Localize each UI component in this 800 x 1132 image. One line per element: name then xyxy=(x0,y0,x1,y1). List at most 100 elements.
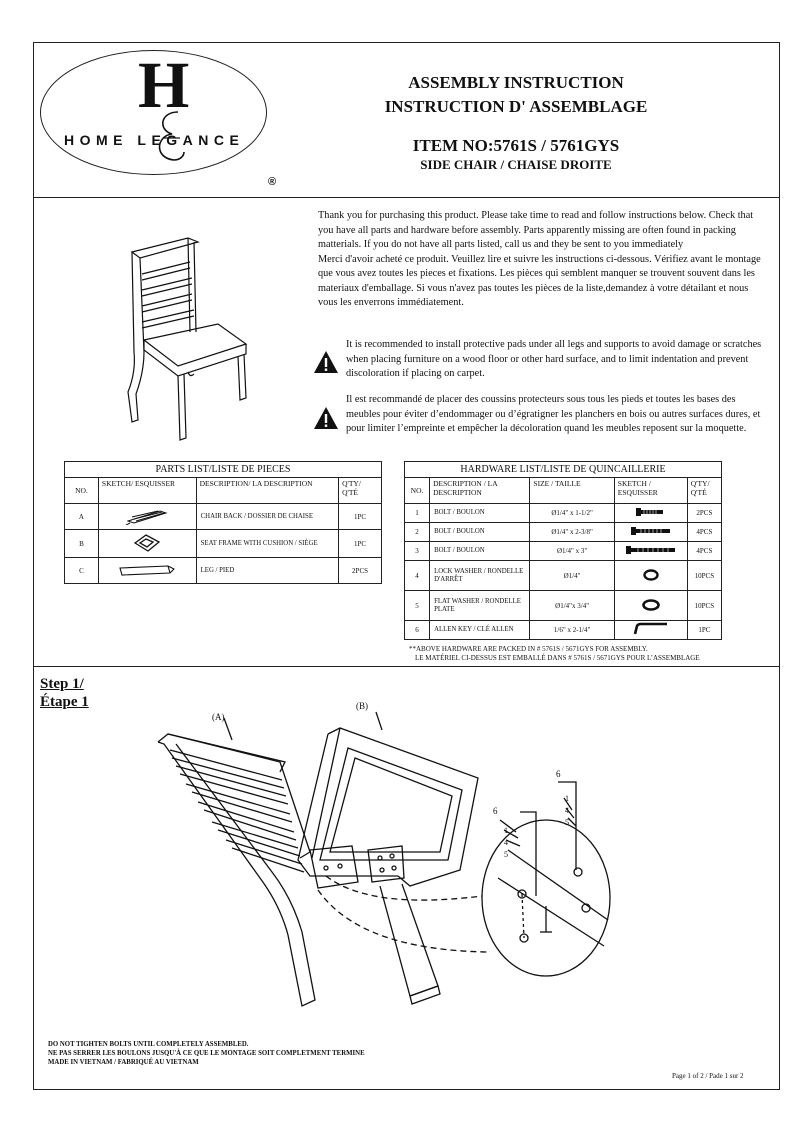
hardware-note-en: **ABOVE HARDWARE ARE PACKED IN # 5761S /… xyxy=(409,645,648,653)
lock-washer-sketch-icon xyxy=(613,560,688,591)
callout-flat-washer: 5 xyxy=(565,818,569,827)
title-en: ASSEMBLY INSTRUCTION xyxy=(408,73,624,92)
hardware-list-title: HARDWARE LIST/LISTE DE QUINCAILLERIE xyxy=(404,461,722,478)
part-no: B xyxy=(64,529,99,558)
bolt-sketch-icon xyxy=(613,522,688,542)
hw-no: 2 xyxy=(403,522,431,542)
callout-allen-key: 6 xyxy=(556,769,561,779)
hw-qty: 10PCS xyxy=(686,560,723,591)
step-label-fr: Étape 1 xyxy=(40,694,89,710)
part-qty: 1PC xyxy=(338,503,382,530)
warning-text-fr: Il est recommandé de placer des coussins… xyxy=(346,394,761,434)
hw-header-qty: Q'TY/ Q'TÉ xyxy=(686,477,723,504)
hw-desc: BOLT / BOULON xyxy=(429,541,531,561)
warning-icon xyxy=(314,407,338,429)
callout-allen-key: 6 xyxy=(493,806,498,816)
hw-qty: 10PCS xyxy=(686,590,723,621)
seat-frame-sketch-icon xyxy=(97,529,197,558)
logo-letter: H xyxy=(138,49,190,122)
hardware-note: **ABOVE HARDWARE ARE PACKED IN # 5761S /… xyxy=(409,645,769,663)
item-number: ITEM NO:5761S / 5761GYS xyxy=(412,136,620,155)
hw-qty: 1PC xyxy=(686,620,723,640)
parts-header-sketch: SKETCH/ ESQUISSER xyxy=(97,477,197,504)
parts-list-table: PARTS LIST/LISTE DE PIECES NO. SKETCH/ E… xyxy=(64,461,382,584)
hw-no: 4 xyxy=(403,560,431,591)
step-label-en: Step 1/ xyxy=(40,676,84,692)
warning-text-en: It is recommended to install protective … xyxy=(346,339,762,379)
table-row: C LEG / PIED 2PCS xyxy=(64,557,382,584)
logo-e-flourish-icon xyxy=(158,111,185,161)
table-row: 5 FLAT WASHER / RONDELLE PLATE Ø1/4"x 3/… xyxy=(403,590,723,621)
callout-flat-washer: 5 xyxy=(504,850,508,859)
callout-lock-washer: 4 xyxy=(565,806,569,815)
table-row: 2 BOLT / BOULON Ø1/4" x 2-3/8" 4PCS xyxy=(403,522,723,542)
hw-size: Ø1/4" xyxy=(529,560,615,591)
bolt-sketch-icon xyxy=(613,541,688,561)
part-b-label: (B) xyxy=(356,701,368,711)
part-no: A xyxy=(64,503,99,530)
intro-text: Thank you for purchasing this product. P… xyxy=(318,209,768,311)
part-qty: 2PCS xyxy=(338,557,382,584)
bolt-sketch-icon xyxy=(613,503,688,523)
header-divider xyxy=(33,197,780,198)
step1-assembly-diagram xyxy=(157,711,611,1007)
page-number: Page 1 of 2 / Pade 1 sur 2 xyxy=(672,1072,744,1080)
table-row: 4 LOCK WASHER / RONDELLE D'ARRÊT Ø1/4" 1… xyxy=(403,560,723,591)
hardware-note-fr: LE MATÉRIEL CI-DESSUS EST EMBALLÉ DANS #… xyxy=(415,654,700,662)
hw-qty: 4PCS xyxy=(686,541,723,561)
logo-wordmark: HOME LEGANCE xyxy=(64,132,245,148)
leg-sketch-icon xyxy=(97,557,197,584)
page-frame xyxy=(33,42,780,1090)
intro-en: Thank you for purchasing this product. P… xyxy=(318,210,754,250)
hw-header-desc: DESCRIPTION / LA DESCRIPTION xyxy=(429,477,531,504)
part-no: C xyxy=(64,557,99,584)
hw-size: 1/6" x 2-1/4" xyxy=(529,620,615,640)
part-qty: 1PC xyxy=(338,529,382,558)
hw-qty: 2PCS xyxy=(686,503,723,523)
chair-back-sketch-icon xyxy=(97,503,197,530)
hw-no: 1 xyxy=(403,503,431,523)
warning-icon xyxy=(314,351,338,373)
hw-desc: ALLEN KEY / CLÉ ALLEN xyxy=(429,620,531,640)
flat-washer-sketch-icon xyxy=(613,590,688,621)
hw-desc: BOLT / BOULON xyxy=(429,522,531,542)
hw-header-size: SIZE / TAILLE xyxy=(529,477,615,504)
part-desc: LEG / PIED xyxy=(195,557,340,584)
callout-bolt: 1 xyxy=(565,794,569,803)
table-row: 6 ALLEN KEY / CLÉ ALLEN 1/6" x 2-1/4" 1P… xyxy=(403,620,723,640)
part-desc: CHAIR BACK / DOSSIER DE CHAISE xyxy=(195,503,340,530)
hw-size: Ø1/4" x 3" xyxy=(529,541,615,561)
hw-desc: BOLT / BOULON xyxy=(429,503,531,523)
part-desc: SEAT FRAME WITH CUSHION / SIÈGE xyxy=(195,529,340,558)
logo-oval xyxy=(40,50,267,175)
table-row: 3 BOLT / BOULON Ø1/4" x 3" 4PCS xyxy=(403,541,723,561)
parts-header-qty: Q'TY/ Q'TÉ xyxy=(338,477,382,504)
parts-header-desc: DESCRIPTION/ LA DESCRIPTION xyxy=(195,477,340,504)
tighten-warning-en: DO NOT TIGHTEN BOLTS UNTIL COMPLETELY AS… xyxy=(48,1041,249,1048)
intro-fr: Merci d'avoir acheté ce produit. Veuille… xyxy=(318,253,761,309)
step-label: Step 1/ Étape 1 xyxy=(40,675,89,711)
hardware-list-table: HARDWARE LIST/LISTE DE QUINCAILLERIE NO.… xyxy=(403,461,723,640)
assembled-chair-illustration xyxy=(127,237,248,441)
hw-header-no: NO. xyxy=(403,477,431,504)
table-row: 1 BOLT / BOULON Ø1/4" x 1-1/2" 2PCS xyxy=(403,503,723,523)
hw-desc: LOCK WASHER / RONDELLE D'ARRÊT xyxy=(429,560,531,591)
hw-no: 5 xyxy=(403,590,431,621)
made-in: MADE IN VIETNAM / FABRIQUÉ AU VIETNAM xyxy=(48,1059,199,1066)
part-a-label: (A) xyxy=(212,712,225,722)
table-row: A CHAIR BACK / DOSSIER DE CHAISE 1PC xyxy=(64,503,382,530)
hw-qty: 4PCS xyxy=(686,522,723,542)
product-name: SIDE CHAIR / CHAISE DROITE xyxy=(420,157,612,172)
hw-size: Ø1/4" x 2-3/8" xyxy=(529,522,615,542)
table-row: B SEAT FRAME WITH CUSHION / SIÈGE 1PC xyxy=(64,529,382,558)
parts-list-title: PARTS LIST/LISTE DE PIECES xyxy=(64,461,382,478)
registered-mark: ® xyxy=(268,176,277,188)
hw-size: Ø1/4"x 3/4" xyxy=(529,590,615,621)
allen-key-sketch-icon xyxy=(613,620,688,640)
footer-note: DO NOT TIGHTEN BOLTS UNTIL COMPLETELY AS… xyxy=(48,1040,378,1067)
callout-lock-washer: 4 xyxy=(504,838,508,847)
step-divider xyxy=(33,666,780,667)
hw-no: 6 xyxy=(403,620,431,640)
hw-size: Ø1/4" x 1-1/2" xyxy=(529,503,615,523)
hw-no: 3 xyxy=(403,541,431,561)
